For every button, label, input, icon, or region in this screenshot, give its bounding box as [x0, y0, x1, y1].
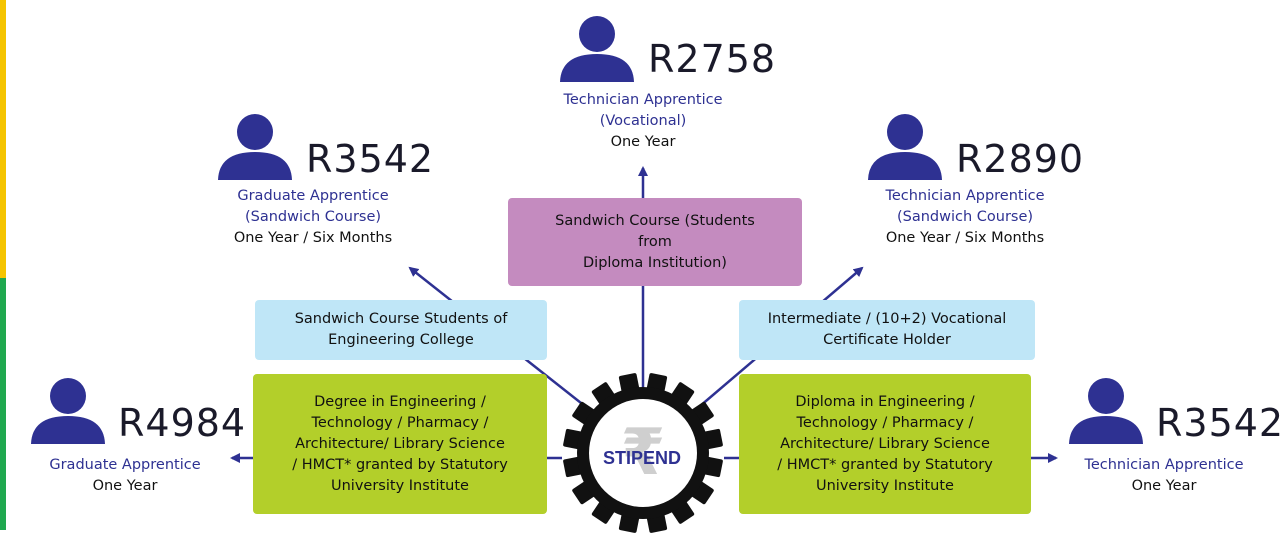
role-duration: One Year: [610, 134, 676, 150]
role-title: Graduate Apprentice: [237, 188, 389, 204]
role-graduate-sandwich: Graduate Apprentice (Sandwich Course) On…: [198, 186, 428, 249]
stipend-label: STIPEND: [602, 448, 681, 468]
stipend-amount-graduate-sandwich: R3542: [306, 137, 435, 181]
role-technician: Technician Apprentice One Year: [1062, 455, 1266, 497]
role-title: Technician Apprentice: [563, 92, 723, 108]
stipend-amount-technician-vocational: R2758: [648, 37, 777, 81]
role-subtitle: (Sandwich Course): [244, 209, 382, 225]
box-text: Technology / Pharmacy /: [311, 414, 489, 431]
box-text: Sandwich Course Students of: [294, 311, 508, 327]
box-text: Sandwich Course (Students: [555, 212, 755, 229]
person-icon: [31, 378, 105, 444]
box-text: Intermediate / (10+2) Vocational: [767, 311, 1007, 327]
role-duration: One Year: [1131, 478, 1197, 494]
role-duration: One Year: [92, 478, 158, 494]
box-text: from: [638, 233, 672, 250]
eligibility-box-diploma-sandwich: Sandwich Course (Students from Diploma I…: [508, 198, 802, 286]
side-accent-yellow: [0, 0, 6, 278]
role-technician-vocational: Technician Apprentice (Vocational) One Y…: [523, 90, 763, 153]
role-subtitle: (Vocational): [599, 113, 687, 129]
box-text: Architecture/ Library Science: [780, 435, 990, 452]
stipend-amount-graduate: R4984: [118, 401, 247, 445]
box-text: Technology / Pharmacy /: [796, 414, 974, 431]
role-duration: One Year / Six Months: [885, 230, 1045, 246]
box-text: / HMCT* granted by Statutory: [777, 456, 993, 473]
person-icon: [1069, 378, 1143, 444]
person-icon: [218, 114, 292, 180]
stipend-amount-technician-sandwich: R2890: [956, 137, 1085, 181]
eligibility-box-degree: Degree in Engineering / Technology / Pha…: [253, 374, 547, 514]
box-text: Engineering College: [328, 332, 474, 348]
role-technician-sandwich: Technician Apprentice (Sandwich Course) …: [850, 186, 1080, 249]
stipend-gear-icon: ₹: [563, 373, 723, 533]
eligibility-box-vocational-certificate: Intermediate / (10+2) Vocational Certifi…: [739, 300, 1035, 360]
role-subtitle: (Sandwich Course): [896, 209, 1034, 225]
role-duration: One Year / Six Months: [233, 230, 393, 246]
box-text: Architecture/ Library Science: [295, 435, 505, 452]
role-title: Technician Apprentice: [1084, 457, 1244, 473]
box-text: / HMCT* granted by Statutory: [292, 456, 508, 473]
person-icon: [868, 114, 942, 180]
role-title: Graduate Apprentice: [49, 457, 201, 473]
box-text: Diploma Institution): [583, 254, 727, 271]
box-text: Certificate Holder: [823, 332, 951, 348]
box-text: University Institute: [331, 477, 469, 494]
stipend-amount-technician: R3542: [1156, 401, 1284, 445]
eligibility-box-engineering-sandwich: Sandwich Course Students of Engineering …: [255, 300, 547, 360]
rupee-icon: ₹: [621, 416, 666, 490]
box-text: Degree in Engineering /: [314, 393, 486, 410]
box-text: University Institute: [816, 477, 954, 494]
box-text: Diploma in Engineering /: [795, 393, 975, 410]
side-accent-green: [0, 278, 6, 530]
person-icon: [560, 16, 634, 82]
role-title: Technician Apprentice: [885, 188, 1045, 204]
eligibility-box-diploma: Diploma in Engineering / Technology / Ph…: [739, 374, 1031, 514]
role-graduate: Graduate Apprentice One Year: [30, 455, 220, 497]
